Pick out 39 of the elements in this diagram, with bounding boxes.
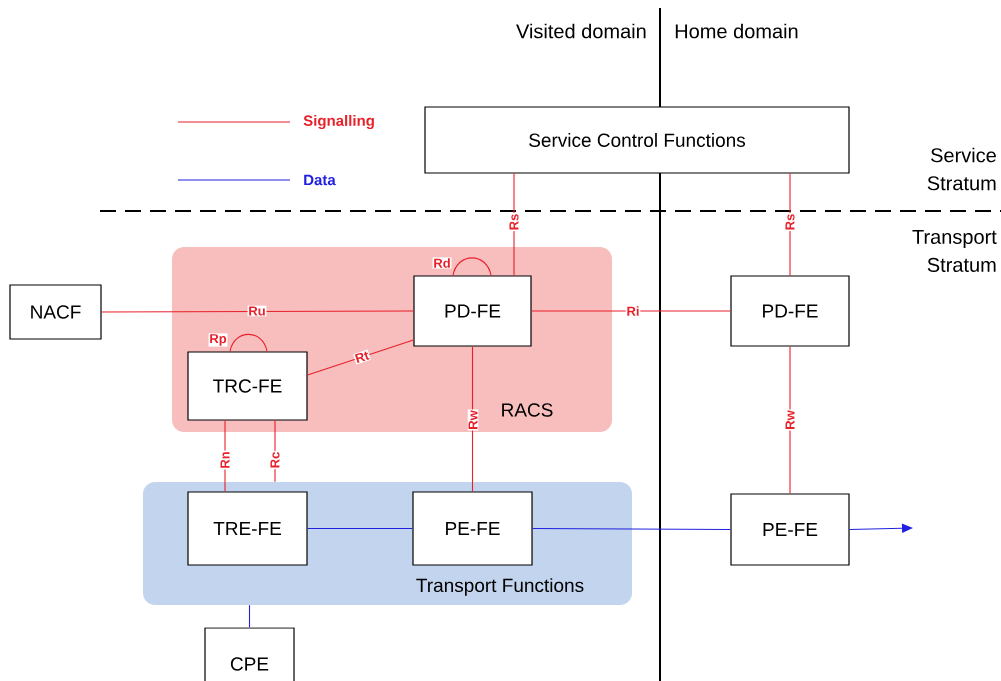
connector-line: [789, 346, 791, 494]
domain-label: Visited domain: [516, 23, 646, 39]
connector-line: [274, 420, 276, 483]
edge-label: Rd: [432, 257, 452, 269]
connector-line: [101, 310, 414, 313]
legend-item: Data: [177, 174, 336, 186]
connector-line: [789, 173, 791, 276]
function-box: CPE: [204, 627, 295, 681]
edge-label: Rs: [508, 212, 520, 232]
edge-label: Rc: [269, 450, 281, 470]
function-box: PE-FE: [730, 493, 850, 566]
connector-line: [532, 527, 731, 531]
function-box: TRC-FE: [187, 351, 308, 421]
function-box: NACF: [9, 284, 102, 340]
connector-line: [248, 604, 251, 628]
edge-label: Ru: [247, 305, 267, 317]
connector-line: [513, 173, 515, 276]
stratum-label: Service Stratum: [927, 147, 996, 191]
connector-line: [531, 310, 731, 312]
edge-label: Ri: [625, 305, 641, 317]
connector-line: [229, 333, 268, 352]
domain-label: Home domain: [675, 23, 798, 39]
connector-line: [452, 257, 492, 276]
connector-line: [471, 346, 474, 492]
connector-line: [849, 523, 913, 533]
legend-item: Signalling: [177, 114, 374, 130]
edge-label: Rt: [353, 349, 371, 365]
edge-label: Rn: [219, 450, 231, 470]
function-box: TRE-FE: [187, 491, 308, 566]
edge-label: Rs: [784, 212, 796, 232]
function-box: PD-FE: [730, 275, 850, 347]
function-box: Service Control Functions: [424, 106, 850, 174]
function-box: PD-FE: [413, 275, 532, 347]
connector-line: [307, 339, 414, 376]
connector-line: [307, 527, 413, 530]
edge-label: Rw: [467, 409, 479, 431]
function-box: PE-FE: [412, 491, 533, 566]
stratum-label: Transport Stratum: [912, 230, 997, 272]
edge-label: Rw: [784, 409, 796, 431]
